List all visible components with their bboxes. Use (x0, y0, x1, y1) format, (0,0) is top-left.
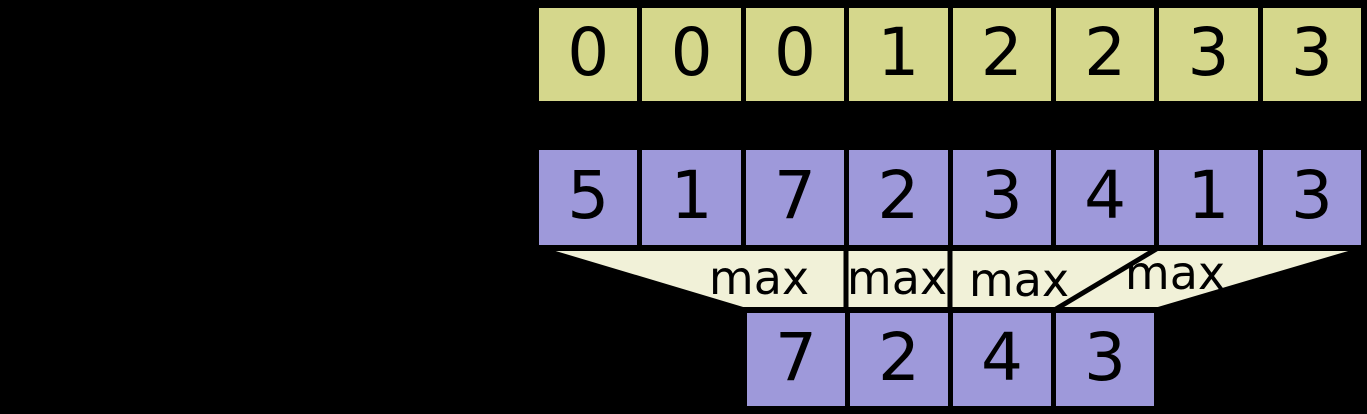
middle-array-cell: 2 (844, 150, 948, 245)
middle-array-cell: 7 (740, 150, 845, 245)
middle-array-cell: 1 (1154, 150, 1258, 245)
middle-array-cell: 4 (1050, 150, 1155, 245)
middle-array-cell: 3 (947, 150, 1051, 245)
funnel-polygon (541, 247, 1363, 311)
middle-array-row: 5 1 7 2 3 4 1 3 (535, 146, 1365, 249)
bottom-array-cell: 7 (747, 313, 845, 406)
max-operation-label: max (968, 253, 1070, 307)
max-operation-label: max (846, 251, 948, 305)
top-array-row: 0 0 0 1 2 2 3 3 (535, 4, 1365, 105)
top-array-cell: 1 (844, 8, 948, 101)
middle-array-cell: 3 (1257, 150, 1361, 245)
bottom-array-row: 7 2 4 3 (743, 309, 1158, 410)
top-array-cell: 0 (539, 8, 638, 101)
top-array-cell: 0 (740, 8, 845, 101)
middle-array-cell: 5 (539, 150, 638, 245)
top-array-cell: 3 (1154, 8, 1258, 101)
top-array-cell: 2 (947, 8, 1051, 101)
bottom-array-cell: 3 (1051, 313, 1154, 406)
top-array-cell: 3 (1257, 8, 1361, 101)
max-operation-label: max (1124, 246, 1226, 300)
top-array-cell: 2 (1050, 8, 1155, 101)
max-operation-label: max (708, 251, 810, 305)
bottom-array-cell: 2 (845, 313, 948, 406)
bottom-array-cell: 4 (948, 313, 1051, 406)
middle-array-cell: 1 (637, 150, 741, 245)
top-array-cell: 0 (637, 8, 741, 101)
